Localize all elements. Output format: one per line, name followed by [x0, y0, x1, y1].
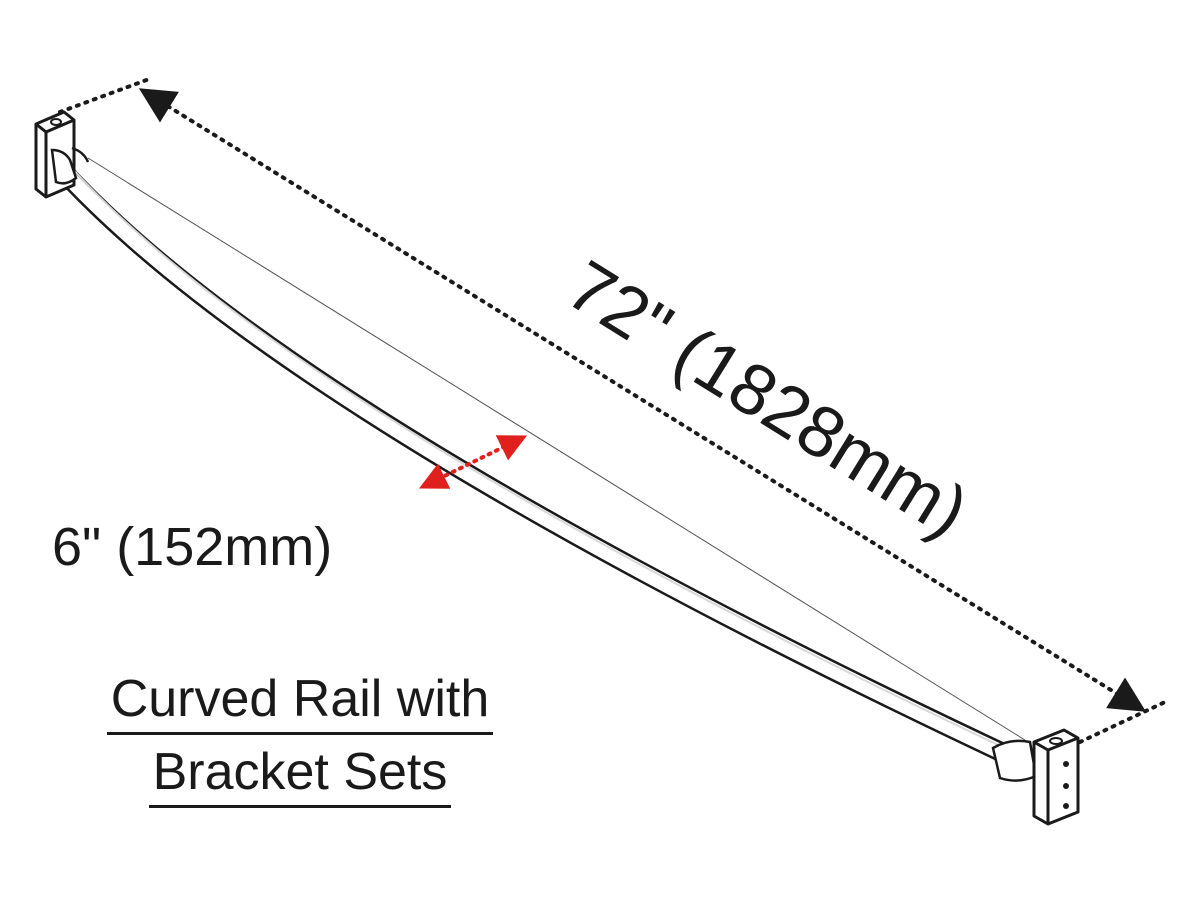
depth-label: 6" (152mm) — [52, 517, 332, 577]
length-extension-right — [1078, 700, 1167, 744]
caption-line-1: Curved Rail with — [106, 668, 494, 735]
length-dimension — [58, 76, 1167, 744]
length-dimension-arrow — [138, 88, 1147, 712]
depth-dimension-arrow — [418, 435, 528, 489]
caption-line-2: Bracket Sets — [148, 741, 452, 808]
length-label: 72" (1828mm) — [554, 246, 982, 553]
length-extension-left — [58, 76, 154, 114]
right-bracket — [991, 728, 1080, 826]
diagram-caption: Curved Rail with Bracket Sets — [55, 668, 545, 814]
chord-reference-line — [87, 157, 1026, 741]
left-bracket — [34, 110, 90, 199]
